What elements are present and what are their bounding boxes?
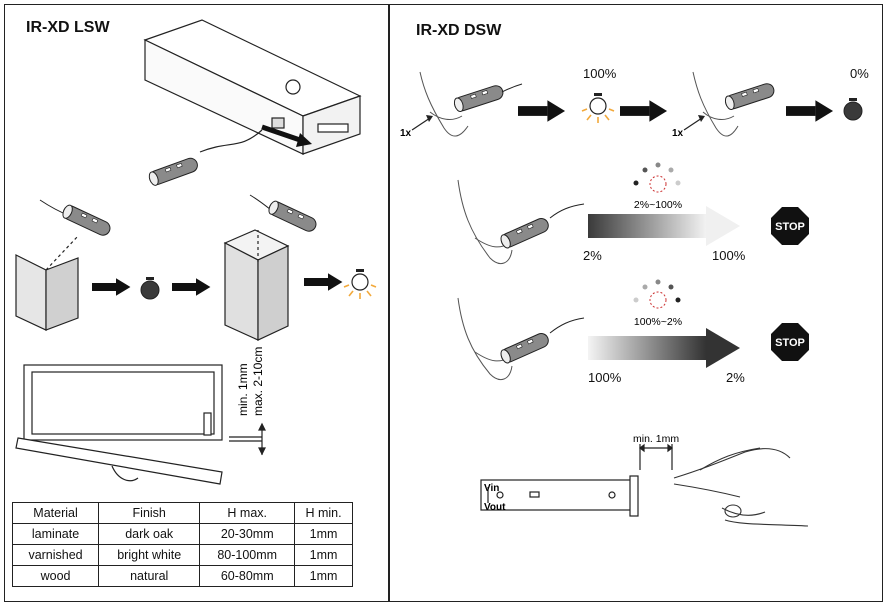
vout-label: Vout bbox=[484, 502, 506, 513]
hand-hold-down bbox=[457, 297, 513, 381]
sensor-cable bbox=[199, 129, 263, 153]
install-profile bbox=[480, 443, 673, 517]
cell-hmax: 80-100mm bbox=[199, 544, 296, 566]
tap-count-2: 1x bbox=[672, 128, 684, 139]
dsw-sensor-2 bbox=[723, 81, 777, 112]
left-min-label: min. 1mm bbox=[236, 363, 250, 416]
cell-hmin: 1mm bbox=[294, 544, 353, 566]
dim-down-range: 100%~2% bbox=[634, 316, 682, 328]
lsw-sensor-main bbox=[147, 155, 200, 188]
dim-down-gradient-arrow bbox=[588, 328, 740, 368]
dsw-sensor-3 bbox=[498, 215, 552, 250]
vin-label: Vin bbox=[484, 483, 499, 494]
toggle-off-percent: 0% bbox=[850, 66, 869, 81]
dim-up-start: 2% bbox=[583, 248, 602, 263]
dsw-sensor-1 bbox=[452, 83, 506, 114]
dim-up-end: 100% bbox=[712, 248, 746, 263]
lsw-sensor-right bbox=[266, 199, 319, 234]
right-title: IR-XD DSW bbox=[416, 22, 502, 39]
toggle-on-percent: 100% bbox=[583, 66, 617, 81]
dim-up-dial bbox=[633, 162, 681, 193]
dim-up-range: 2%~100% bbox=[634, 199, 682, 211]
toggle-bulb-on bbox=[581, 92, 615, 124]
cabinet-closed bbox=[223, 229, 290, 341]
header-hmin: H min. bbox=[294, 502, 353, 524]
dsw-sensor-4 bbox=[498, 330, 552, 365]
header-finish: Finish bbox=[98, 502, 201, 524]
cell-material: laminate bbox=[11, 523, 100, 545]
install-gap-label: min. 1mm bbox=[633, 433, 679, 445]
cell-material: wood bbox=[11, 565, 100, 587]
cell-hmax: 60-80mm bbox=[199, 565, 296, 587]
left-max-label: max. 2-10cm bbox=[251, 347, 265, 416]
header-hmax: H max. bbox=[199, 502, 296, 524]
arrow-to-off bbox=[92, 278, 131, 296]
cell-hmax: 20-30mm bbox=[199, 523, 296, 545]
left-title: IR-XD LSW bbox=[26, 19, 110, 36]
dim-down-end: 2% bbox=[726, 370, 745, 385]
tap-count-1: 1x bbox=[400, 128, 412, 139]
lsw-sensor-left bbox=[60, 203, 113, 238]
connect-arrow bbox=[261, 124, 301, 143]
cell-material: varnished bbox=[11, 544, 100, 566]
hand-tap-2 bbox=[692, 71, 739, 137]
cabinet-section bbox=[15, 364, 266, 485]
table-row: laminate dark oak 20-30mm 1mm bbox=[11, 523, 353, 545]
material-table: Material Finish H max. H min. laminate d… bbox=[11, 502, 353, 587]
cell-hmin: 1mm bbox=[294, 565, 353, 587]
toggle-bulb-off bbox=[843, 97, 863, 121]
dim-up-gradient-arrow bbox=[588, 206, 740, 246]
stop-icon-down bbox=[771, 323, 809, 361]
hand-hold-up bbox=[457, 179, 513, 265]
table-header-row: Material Finish H max. H min. bbox=[11, 502, 353, 524]
bulb-off-icon bbox=[140, 276, 160, 300]
table-row: wood natural 60-80mm 1mm bbox=[11, 565, 353, 587]
cell-finish: natural bbox=[98, 565, 201, 587]
cell-finish: dark oak bbox=[98, 523, 201, 545]
table-row: varnished bright white 80-100mm 1mm bbox=[11, 544, 353, 566]
cell-hmin: 1mm bbox=[294, 523, 353, 545]
hand-tap-1 bbox=[419, 71, 469, 137]
finger-illustration bbox=[673, 447, 809, 527]
cell-finish: bright white bbox=[98, 544, 201, 566]
arrow-to-closed bbox=[172, 278, 211, 296]
arrow-to-0 bbox=[786, 100, 834, 122]
arrow-to-100 bbox=[518, 100, 566, 122]
stop-icon-up bbox=[771, 207, 809, 245]
header-material: Material bbox=[11, 502, 100, 524]
panel-divider bbox=[388, 4, 390, 602]
arrow-toggle-mid bbox=[620, 100, 668, 122]
diagram-frame bbox=[4, 4, 883, 602]
bulb-on-icon bbox=[343, 268, 377, 300]
arrow-to-on bbox=[304, 273, 343, 291]
cabinet-open bbox=[15, 235, 79, 331]
dim-down-start: 100% bbox=[588, 370, 622, 385]
dim-down-dial bbox=[633, 279, 681, 309]
driver-box bbox=[143, 19, 362, 155]
